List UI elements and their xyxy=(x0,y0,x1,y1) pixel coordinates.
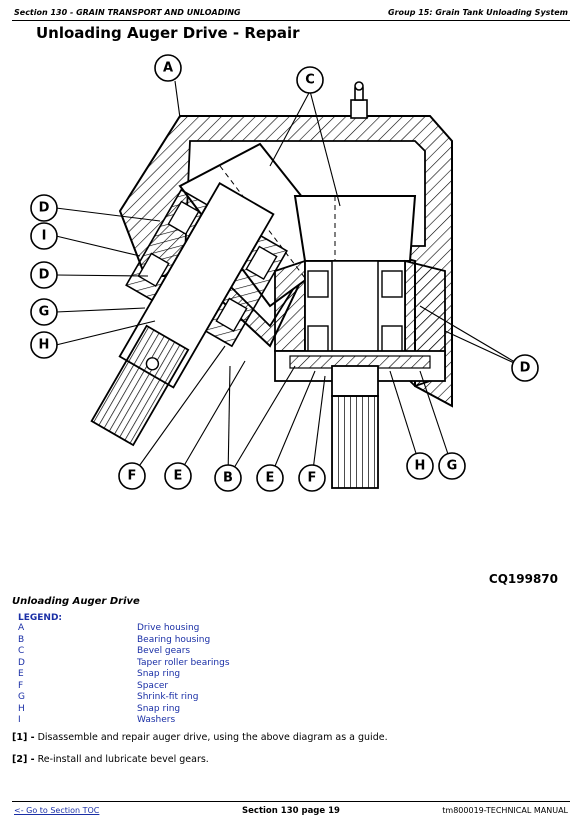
legend-item: A Drive housing xyxy=(18,623,438,635)
callout-f-right: F xyxy=(298,464,326,492)
svg-text:H: H xyxy=(39,338,50,353)
legend-key: A xyxy=(18,623,25,633)
callout-h-right: H xyxy=(406,452,434,480)
svg-text:F: F xyxy=(308,471,317,486)
legend-item: G Shrink-fit ring xyxy=(18,692,438,704)
legend-key: I xyxy=(18,715,21,725)
svg-text:E: E xyxy=(266,471,275,486)
legend-item: F Spacer xyxy=(18,681,438,693)
svg-text:G: G xyxy=(447,459,458,474)
footer-divider xyxy=(12,801,570,802)
legend-key: C xyxy=(18,646,25,656)
callout-b: B xyxy=(214,464,242,492)
step-number: [2] - xyxy=(12,754,35,765)
legend-key: B xyxy=(18,634,25,645)
callout-g-left: G xyxy=(30,298,58,326)
callout-c: C xyxy=(296,66,324,94)
step-number: [1] - xyxy=(12,732,35,743)
legend-key: F xyxy=(18,680,24,691)
svg-text:H: H xyxy=(415,459,426,474)
page-number: Section 130 page 19 xyxy=(242,806,340,816)
section-toc-link[interactable]: <- Go to Section TOC xyxy=(14,806,100,815)
leader-lines xyxy=(55,80,526,479)
svg-text:I: I xyxy=(42,229,47,244)
section-header: Section 130 - GRAIN TRANSPORT AND UNLOAD… xyxy=(14,8,241,17)
callout-e-left: E xyxy=(164,462,192,490)
legend-key: G xyxy=(18,692,25,702)
angled-input-shaft xyxy=(90,182,288,447)
step-text: Re-install and lubricate bevel gears. xyxy=(37,754,209,765)
step-1: [1] - Disassemble and repair auger drive… xyxy=(12,732,388,743)
legend-item: I Washers xyxy=(18,715,438,727)
legend-label: Washers xyxy=(137,715,176,725)
legend-key: D xyxy=(18,657,25,668)
callout-g-right: G xyxy=(438,452,466,480)
step-text: Disassemble and repair auger drive, usin… xyxy=(37,732,388,743)
step-2: [2] - Re-install and lubricate bevel gea… xyxy=(12,754,209,765)
svg-text:C: C xyxy=(305,73,315,88)
legend-label: Shrink-fit ring xyxy=(137,692,199,702)
legend-label: Drive housing xyxy=(137,623,200,633)
vertical-output-shaft xyxy=(331,365,379,489)
callout-d-mid: D xyxy=(30,261,58,289)
callout-d-right: D xyxy=(511,354,539,382)
legend-list: A Drive housing B Bearing housing C Bevel g… xyxy=(18,623,438,727)
svg-text:D: D xyxy=(39,268,50,283)
callout-f-left: F xyxy=(118,462,146,490)
legend-item: E Snap ring xyxy=(18,669,438,681)
legend-item: C Bevel gears xyxy=(18,646,438,658)
callout-i: I xyxy=(30,222,58,250)
header-divider xyxy=(12,20,570,21)
page-title: Unloading Auger Drive - Repair xyxy=(36,24,300,42)
callout-a: A xyxy=(154,54,182,82)
legend-item: D Taper roller bearings xyxy=(18,658,438,670)
figure-id: CQ199870 xyxy=(488,572,558,586)
bearing-housing xyxy=(274,259,446,388)
callout-d-top: D xyxy=(30,194,58,222)
legend-item: H Snap ring xyxy=(18,704,438,716)
legend-label: Bearing housing xyxy=(137,634,211,645)
legend-label: Taper roller bearings xyxy=(137,657,230,668)
legend-label: Snap ring xyxy=(137,669,181,679)
legend-key: H xyxy=(18,703,25,714)
legend-label: Snap ring xyxy=(137,703,181,714)
svg-text:G: G xyxy=(39,305,50,320)
svg-text:D: D xyxy=(39,201,50,216)
legend-title: LEGEND: xyxy=(18,613,63,623)
svg-text:E: E xyxy=(174,469,183,484)
svg-text:B: B xyxy=(223,471,233,486)
legend-key: E xyxy=(18,669,24,679)
manual-id: tm800019-TECHNICAL MANUAL xyxy=(442,806,568,815)
svg-text:F: F xyxy=(128,469,137,484)
svg-text:A: A xyxy=(163,61,173,76)
figure-caption: Unloading Auger Drive xyxy=(12,596,140,607)
grease-fitting xyxy=(350,81,368,119)
legend-label: Bevel gears xyxy=(137,646,191,656)
callout-e-right: E xyxy=(256,464,284,492)
svg-text:D: D xyxy=(520,361,531,376)
legend-label: Spacer xyxy=(137,680,169,691)
legend-item: B Bearing housing xyxy=(18,635,438,647)
auger-drive-diagram: A C D I D G H F E B E F H G D xyxy=(30,54,539,492)
callout-h-left: H xyxy=(30,331,58,359)
group-header: Group 15: Grain Tank Unloading System xyxy=(388,8,568,17)
